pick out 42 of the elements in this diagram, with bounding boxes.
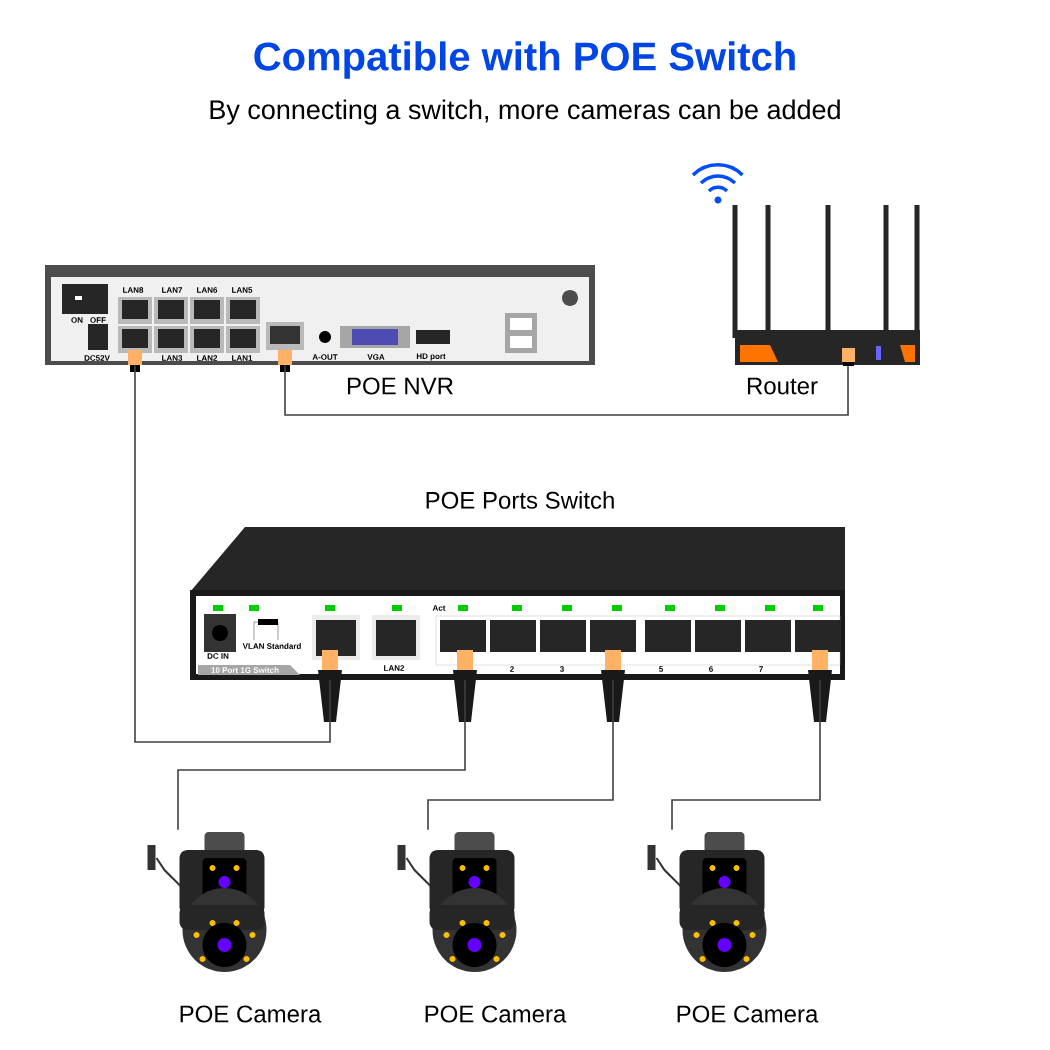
device-label: POE NVR — [347, 377, 453, 395]
device-label: POE Camera — [425, 1005, 567, 1023]
title: Compatible with POE Switch — [254, 41, 795, 79]
panel-label: A-OUT — [312, 354, 338, 360]
subtitle: By connecting a switch, more cameras can be added — [210, 99, 840, 125]
panel-label: LAN8 — [123, 287, 144, 293]
panel-label: ON — [71, 317, 83, 323]
cable — [671, 679, 821, 831]
panel-label: VLAN Standard — [242, 643, 301, 649]
panel-label: 5 — [659, 666, 663, 672]
panel-label: LAN2 — [384, 665, 405, 671]
camera-drawing — [397, 832, 517, 972]
cable — [177, 679, 466, 831]
device-label: POE Camera — [677, 1005, 819, 1023]
panel-label: LAN6 — [197, 287, 218, 293]
cable — [427, 679, 614, 831]
panel-label: OFF — [90, 317, 106, 323]
router-drawing — [732, 205, 920, 366]
panel-label: DC IN — [207, 653, 229, 659]
device-label: Router — [747, 377, 818, 395]
device-label: POE Ports Switch — [426, 491, 614, 509]
cable — [134, 364, 331, 743]
panel-label: 3 — [559, 666, 564, 672]
panel-label: 10 Port 1G Switch — [211, 667, 279, 673]
camera-drawing — [147, 832, 267, 972]
panel-label: LAN7 — [162, 287, 183, 293]
device-label: POE Camera — [180, 1005, 322, 1023]
panel-label: DC52V — [84, 355, 110, 361]
panel-label: HD port — [416, 353, 446, 361]
panel-label: LAN3 — [162, 355, 183, 361]
recorder-drawing — [45, 265, 595, 372]
cable — [284, 364, 849, 416]
panel-label: 2 — [510, 666, 514, 672]
panel-label: LAN5 — [232, 287, 253, 293]
camera-drawing — [647, 832, 767, 972]
panel-label: 6 — [709, 666, 713, 672]
panel-label: LAN1 — [232, 355, 253, 361]
panel-label: VGA — [367, 354, 385, 360]
panel-label: LAN2 — [197, 355, 218, 361]
panel-label: Act — [432, 605, 446, 611]
panel-label: 7 — [759, 666, 763, 672]
switch-drawing — [190, 527, 845, 722]
